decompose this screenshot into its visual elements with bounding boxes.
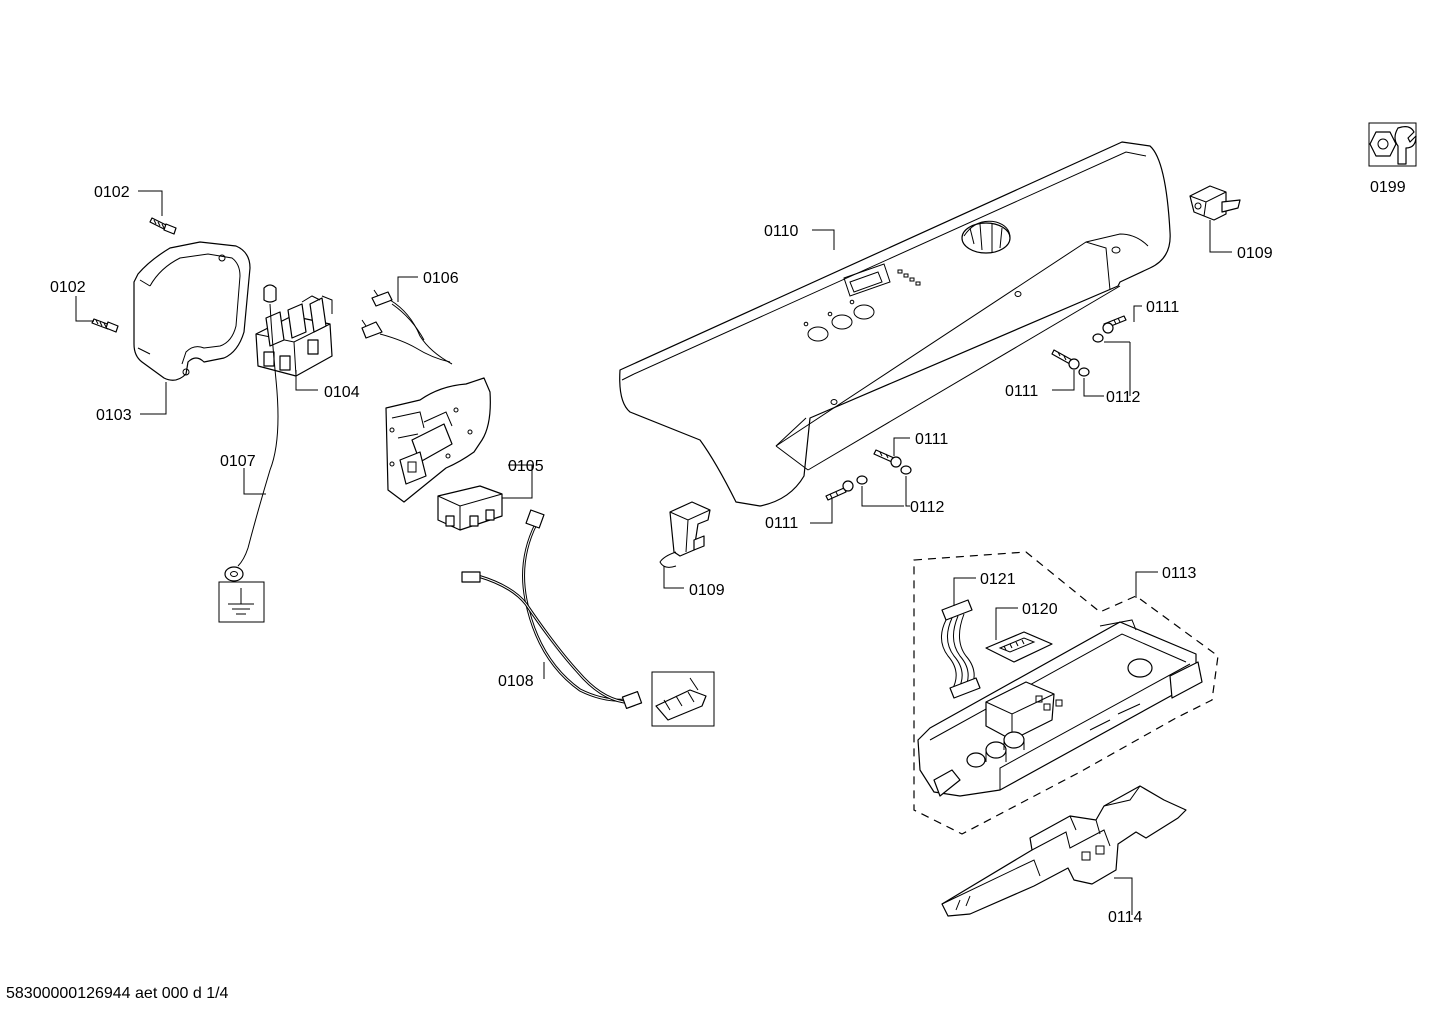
control-panel-0110 (619, 141, 1171, 507)
label-0120: 0120 (1022, 601, 1058, 618)
label-0108: 0108 (498, 673, 534, 690)
earth-wire-0107 (224, 284, 279, 582)
screw-0102-top (149, 217, 177, 235)
label-0199: 0199 (1370, 179, 1406, 196)
label-0107: 0107 (220, 453, 256, 470)
terminal-block-0104 (255, 295, 333, 377)
label-0103: 0103 (96, 407, 132, 424)
label-0112-b: 0112 (910, 499, 945, 516)
washer-0112-d (856, 475, 868, 485)
washer-0112-b (1078, 367, 1090, 377)
label-0102-left: 0102 (50, 279, 86, 296)
washer-0112-c (900, 465, 912, 475)
screw-0111-d (825, 480, 854, 501)
cable-0106 (361, 289, 453, 365)
label-0106: 0106 (423, 270, 459, 287)
screw-0111-b (1051, 349, 1080, 370)
label-0102-top: 0102 (94, 184, 130, 201)
label-0111-d: 0111 (765, 515, 798, 532)
electronic-module-0113 (917, 619, 1203, 797)
display-board-0120 (985, 631, 1053, 663)
ground-symbol-icon (218, 581, 265, 623)
label-0104: 0104 (324, 384, 360, 401)
label-0113: 0113 (1162, 565, 1197, 582)
ribbon-cable-0121 (941, 599, 981, 699)
label-0111-b: 0111 (1005, 383, 1038, 400)
screw-0102-left (91, 318, 119, 333)
screw-0111-c (873, 449, 902, 468)
assembly-0113-boundary (913, 551, 1219, 835)
callout-labels: 0102 0102 0103 0104 0105 0106 0107 0108 … (50, 179, 1406, 926)
support-bracket-0114 (941, 785, 1187, 917)
label-0110: 0110 (764, 223, 799, 240)
document-footer: 58300000126944 aet 000 d 1/4 (6, 985, 229, 1002)
label-0121: 0121 (980, 571, 1016, 588)
relay-0105 (437, 485, 503, 531)
harness-connector-detail (651, 671, 715, 727)
label-0112-a: 0112 (1106, 389, 1141, 406)
clip-0109-right (1189, 185, 1241, 221)
cover-box-0103 (133, 241, 251, 381)
label-0105: 0105 (508, 458, 544, 475)
label-0111-a: 0111 (1146, 299, 1179, 316)
nut-and-wrench-icon (1368, 122, 1417, 167)
wire-harness-0108 (461, 509, 643, 709)
label-0109-right: 0109 (1237, 245, 1273, 262)
label-0109-bottom: 0109 (689, 582, 725, 599)
washer-0112-a (1092, 333, 1104, 343)
mounting-plate (385, 377, 491, 503)
label-0111-c: 0111 (915, 431, 948, 448)
label-0114: 0114 (1108, 909, 1143, 926)
clip-0109-bottom (659, 501, 711, 568)
screw-0111-a (1102, 315, 1127, 334)
leader-lines (75, 190, 1232, 915)
